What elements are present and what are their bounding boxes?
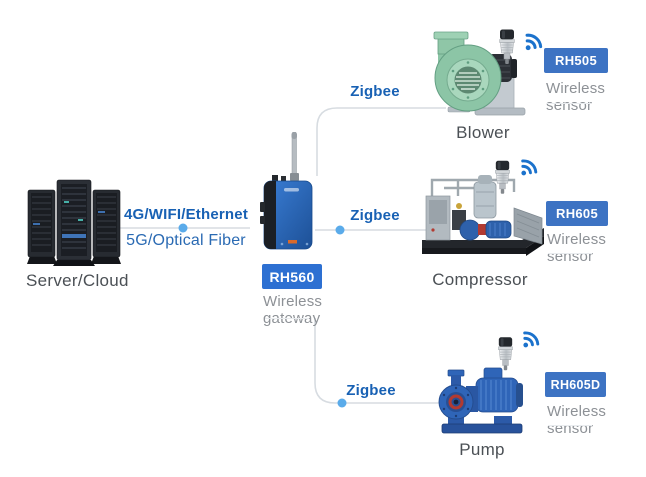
sensor-label-blower: Wireless sensor bbox=[546, 80, 606, 114]
device-label-pump: Pump bbox=[459, 440, 505, 459]
uplink-label-1: 4G/WIFI/Ethernet bbox=[123, 206, 249, 223]
wifi-icon bbox=[525, 33, 543, 51]
model-badge-blower: RH505 bbox=[544, 48, 608, 73]
sensor-label-compressor: Wireless sensor bbox=[547, 231, 607, 265]
zigbee-label-pump: Zigbee bbox=[346, 382, 396, 399]
blower-machine-icon bbox=[433, 31, 526, 116]
device-label-compressor: Compressor bbox=[432, 270, 528, 289]
gateway-label: Wireless gateway bbox=[263, 293, 323, 327]
link-dot bbox=[335, 225, 345, 235]
sensor-icon bbox=[498, 337, 513, 371]
zigbee-label-compressor: Zigbee bbox=[350, 207, 400, 224]
sensor-icon bbox=[499, 29, 515, 64]
link-dot bbox=[178, 223, 188, 233]
uplink-label-2: 5G/Optical Fiber bbox=[126, 232, 246, 249]
model-badge-pump: RH605D bbox=[545, 372, 606, 397]
wireless-gateway-icon bbox=[260, 132, 313, 250]
server-racks-icon bbox=[27, 179, 121, 266]
separator bbox=[548, 253, 592, 254]
line-gateway-blower bbox=[316, 107, 446, 176]
separator bbox=[548, 425, 592, 426]
wifi-icon bbox=[521, 159, 538, 176]
separator bbox=[547, 103, 591, 104]
sensor-icon bbox=[495, 160, 510, 194]
zigbee-label-blower: Zigbee bbox=[350, 83, 400, 100]
link-dot bbox=[337, 398, 347, 408]
gateway-model-badge: RH560 bbox=[262, 264, 322, 289]
compressor-machine-icon bbox=[422, 175, 544, 256]
pump-machine-icon bbox=[438, 367, 523, 434]
sensor-label-pump: Wireless sensor bbox=[547, 403, 607, 437]
wifi-icon bbox=[523, 331, 540, 348]
model-badge-compressor: RH605 bbox=[546, 201, 608, 226]
server-label: Server/Cloud bbox=[26, 271, 129, 290]
line-gateway-pump bbox=[314, 318, 446, 404]
separator bbox=[265, 318, 309, 319]
device-label-blower: Blower bbox=[456, 123, 510, 142]
